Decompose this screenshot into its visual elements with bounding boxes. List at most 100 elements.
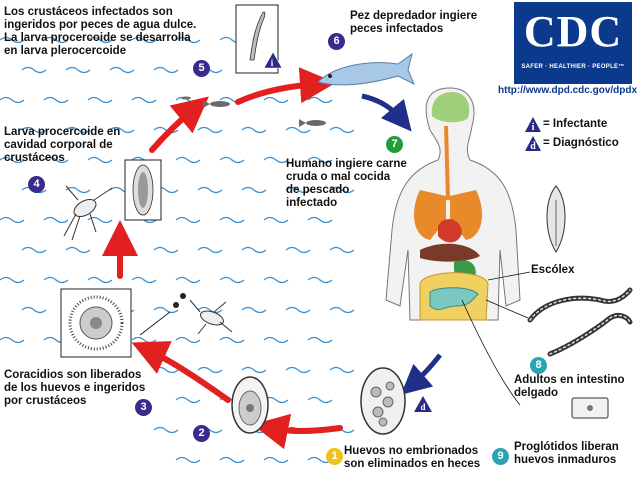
- wave: [175, 36, 201, 44]
- arrow-1-to-2: [252, 413, 343, 450]
- wave: [263, 276, 289, 284]
- wave: [21, 246, 47, 254]
- wave: [21, 66, 47, 74]
- wave: [241, 246, 267, 254]
- stage-badge-2: 2: [193, 425, 210, 442]
- egg-stage-2: [231, 376, 269, 434]
- stage-badge-8: 8: [530, 357, 547, 374]
- wave: [285, 186, 311, 194]
- wave: [285, 366, 311, 374]
- wave: [175, 396, 201, 404]
- infective-icon: i: [525, 117, 541, 132]
- wave: [0, 216, 25, 224]
- wave: [219, 336, 245, 344]
- stage-badge-9: 9: [492, 448, 509, 465]
- wave: [21, 126, 47, 134]
- wave: [241, 186, 267, 194]
- legend-diagnostic-label: = Diagnóstico: [543, 137, 619, 149]
- wave: [131, 276, 157, 284]
- wave: [197, 246, 223, 254]
- adult-worms-segments: [529, 289, 631, 355]
- proglottid-illustration: [571, 397, 609, 419]
- cdc-url[interactable]: http://www.dpd.cdc.gov/dpdx: [498, 85, 638, 96]
- wave: [329, 366, 355, 374]
- copepod-3: [189, 299, 233, 335]
- diagnostic-icon: d: [525, 136, 541, 151]
- wave: [307, 96, 333, 104]
- wave: [197, 366, 223, 374]
- wave: [285, 126, 311, 134]
- wave: [307, 216, 333, 224]
- svg-text:i: i: [271, 58, 274, 68]
- wave: [241, 366, 267, 374]
- cdc-logo: CDC SAFER · HEALTHIER · PEOPLE™: [514, 2, 632, 84]
- wave: [109, 66, 135, 74]
- stage-5-caption: Los crustáceos infectados son ingeridos …: [4, 6, 197, 57]
- wave: [197, 126, 223, 134]
- wave: [263, 216, 289, 224]
- wave: [65, 66, 91, 74]
- wave: [329, 126, 355, 134]
- wave: [21, 306, 47, 314]
- wave: [241, 306, 267, 314]
- small-fish: [181, 96, 326, 127]
- wave: [87, 156, 113, 164]
- stage-3-coracidium-box: [60, 288, 132, 358]
- wave: [197, 186, 223, 194]
- stage-badge-5: 5: [193, 60, 210, 77]
- free-coracidia: [173, 293, 186, 308]
- stage-badge-4: 4: [28, 176, 45, 193]
- copepod-4: [63, 185, 113, 241]
- wave: [43, 276, 69, 284]
- stage-3-caption: Coracidios son liberados de los huevos e…: [4, 369, 146, 407]
- stage-4-procercoid-box: [124, 159, 162, 221]
- wave: [0, 276, 25, 284]
- wave: [131, 336, 157, 344]
- wave: [197, 306, 223, 314]
- wave: [43, 36, 69, 44]
- wave: [263, 336, 289, 344]
- svg-text:i: i: [532, 122, 535, 132]
- wave: [219, 156, 245, 164]
- arrow-7-to-1: [400, 353, 442, 395]
- wave: [175, 216, 201, 224]
- wave: [131, 96, 157, 104]
- wave: [43, 156, 69, 164]
- arrow-2-to-3: [131, 341, 231, 403]
- wave: [153, 66, 179, 74]
- predator-fish: [317, 52, 415, 86]
- scolex-label: Escólex: [531, 264, 575, 276]
- wave: [43, 96, 69, 104]
- stage-9-caption: Proglótidos liberan huevos inmaduros: [514, 441, 619, 466]
- stage-badge-1: 1: [326, 448, 343, 465]
- pointer-adults: [485, 299, 529, 319]
- wave: [307, 276, 333, 284]
- wave: [307, 396, 333, 404]
- stage-1-caption: Huevos no embrionados son eliminados en …: [344, 445, 481, 470]
- wave: [87, 276, 113, 284]
- cdc-logo-text: CDC: [523, 7, 623, 56]
- stage-badge-7: 7: [386, 136, 403, 153]
- stage-4-caption: Larva procercoide en cavidad corporal de…: [4, 126, 121, 164]
- cycle-arrows: [102, 67, 343, 450]
- pointer-proglottids: [461, 299, 521, 406]
- stage-6-caption: Pez depredador ingiere peces infectados: [350, 10, 478, 35]
- wave: [0, 36, 25, 44]
- arrow-6-to-7: [361, 93, 412, 132]
- wave: [0, 336, 25, 344]
- arrow-5-to-6: [235, 67, 336, 105]
- stage-badge-6: 6: [328, 33, 345, 50]
- wave: [263, 156, 289, 164]
- legend-infective-label: = Infectante: [543, 118, 608, 130]
- stage-8-caption: Adultos en intestino delgado: [514, 374, 625, 399]
- wave: [153, 246, 179, 254]
- adult-worms: [527, 287, 633, 357]
- wave: [87, 96, 113, 104]
- scolex-illustration: [546, 185, 566, 253]
- wave: [175, 336, 201, 344]
- wave: [263, 96, 289, 104]
- svg-text:d: d: [420, 402, 425, 412]
- wave: [109, 126, 135, 134]
- wave: [329, 186, 355, 194]
